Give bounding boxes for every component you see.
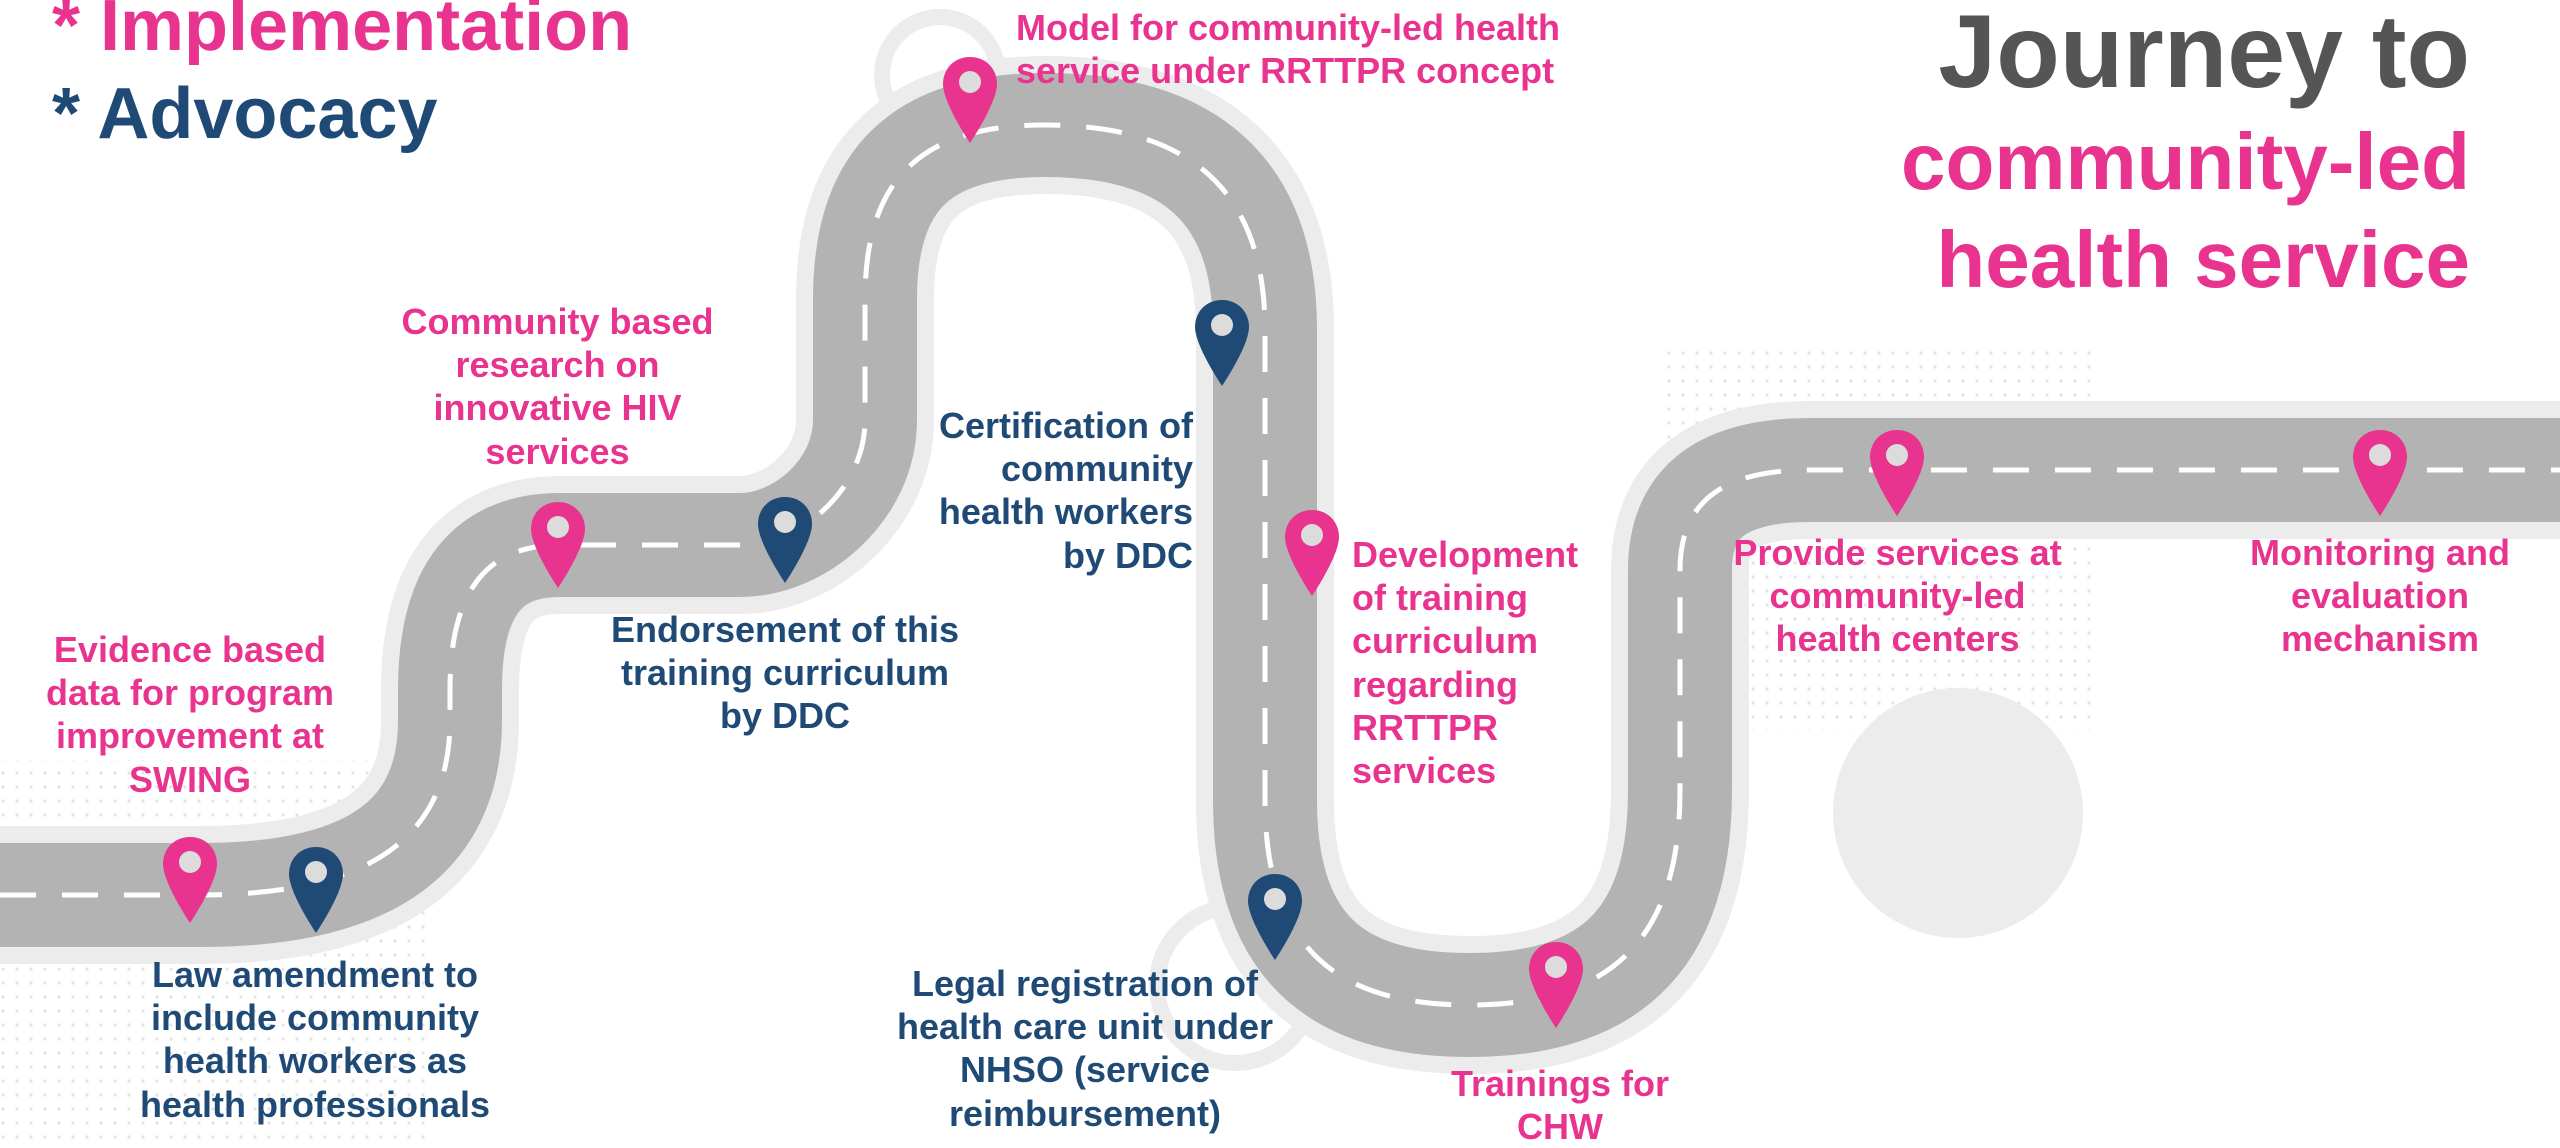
- label-monitoring: Monitoring and evaluation mechanism: [2250, 532, 2510, 660]
- map-pin-icon: [1283, 508, 1341, 598]
- map-pin-icon: [756, 495, 814, 585]
- legend-implementation: * Implementation: [52, 0, 633, 66]
- label-research: Community based research on innovative H…: [401, 301, 714, 472]
- label-certification: Certification of community health worker…: [938, 405, 1193, 576]
- title-line-1: Journey to: [1938, 0, 2470, 110]
- label-evidence: Evidence based data for program improvem…: [45, 629, 335, 800]
- map-pin-icon: [2351, 428, 2409, 518]
- label-model: Model for community-led health service u…: [1016, 7, 1561, 92]
- title-line-3: health service: [1936, 215, 2470, 304]
- label-trainings: Trainings for CHW: [1450, 1063, 1670, 1148]
- label-registration: Legal registration of health care unit u…: [896, 963, 1274, 1134]
- label-services: Provide services at community-led health…: [1733, 532, 2062, 660]
- label-law: Law amendment to include community healt…: [139, 954, 491, 1125]
- map-pin-icon: [1246, 872, 1304, 962]
- map-pin-icon: [161, 835, 219, 925]
- title-line-2: community-led: [1901, 117, 2470, 206]
- legend-advocacy: * Advocacy: [52, 74, 438, 154]
- map-pin-icon: [1868, 428, 1926, 518]
- map-pin-icon: [1193, 298, 1251, 388]
- map-pin-icon: [529, 500, 587, 590]
- road-center-line: [0, 122, 2560, 1008]
- label-curriculum: Development of training curriculum regar…: [1352, 534, 1579, 791]
- map-pin-icon: [1527, 940, 1585, 1030]
- map-pin-icon: [941, 55, 999, 145]
- label-endorsement: Endorsement of this training curriculum …: [610, 609, 960, 737]
- decor-circle-right: [1833, 688, 2083, 938]
- map-pin-icon: [287, 845, 345, 935]
